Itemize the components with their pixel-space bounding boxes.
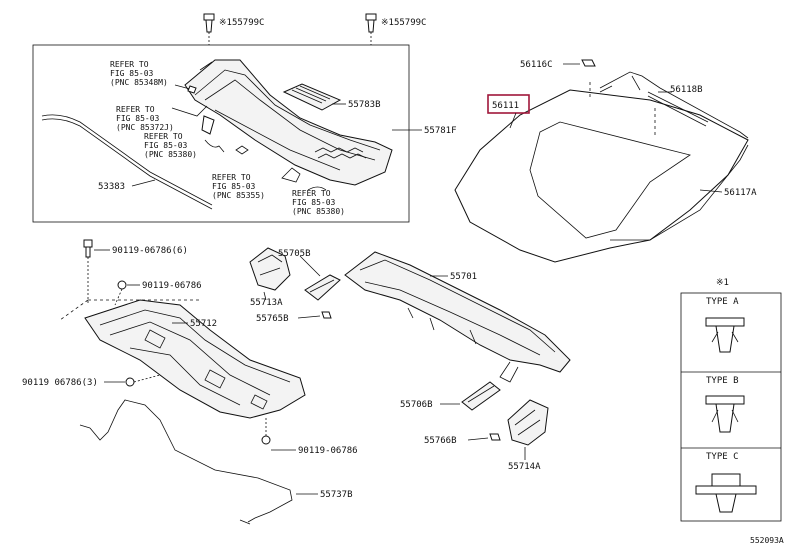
part-56116C <box>581 59 596 67</box>
windshield-glass <box>454 89 749 263</box>
leader-56117A <box>699 189 723 193</box>
refer-note-3-line1: REFER TO <box>144 132 183 141</box>
part-55713A <box>249 247 291 291</box>
label-55737B: 55737B <box>320 490 353 500</box>
bolt-90119-06786-a <box>114 280 127 306</box>
refer-note-5-line3: (PNC 85380) <box>292 207 345 216</box>
label-55766B: 55766B <box>424 436 457 446</box>
refer-note-3-line3: (PNC 85380) <box>144 150 197 159</box>
refer-note-5-line2: FIG 85-03 <box>292 198 336 207</box>
label-clip-top-1: ※155799C <box>219 18 264 28</box>
refer-note-1-line2: FIG 85-03 <box>110 69 154 78</box>
leader-55705B <box>299 255 321 277</box>
legend-type-a: TYPE A <box>706 297 739 307</box>
refer-note-1-line3: (PNC 85348M) <box>110 78 168 87</box>
windshield-outer-molding <box>599 71 749 241</box>
cowl-small-brackets <box>171 84 327 191</box>
clip-type-legend <box>680 292 782 522</box>
label-55765B: 55765B <box>256 314 289 324</box>
cowl-top-panel <box>184 59 393 186</box>
highlight-56111[interactable] <box>487 94 530 114</box>
leader-53383 <box>131 179 156 187</box>
cowl-inner-panel-55712 <box>84 299 306 419</box>
leader-55765B <box>297 315 321 319</box>
refer-note-1-line1: REFER TO <box>110 60 149 69</box>
part-55765B <box>321 311 332 319</box>
clip-type-a-icon <box>705 317 745 353</box>
clip-top-2 <box>365 13 377 45</box>
label-55714A: 55714A <box>508 462 541 472</box>
refer-note-5-line1: REFER TO <box>292 189 331 198</box>
bolt-90119-06786-b <box>261 418 271 445</box>
part-56118B <box>647 91 709 127</box>
clip-type-c-icon <box>695 473 757 513</box>
part-55705B <box>304 274 341 301</box>
label-clip-top-2: ※155799C <box>381 18 426 28</box>
label-56118B: 56118B <box>670 85 703 95</box>
bolt-90119-06786-6 <box>83 239 93 305</box>
label-55712: 55712 <box>190 319 217 329</box>
label-56117A: 56117A <box>724 188 757 198</box>
leader-55713A <box>263 291 267 301</box>
clip-type-b-icon <box>705 395 745 433</box>
refer-note-4-line2: FIG 85-03 <box>212 182 256 191</box>
refer-note-2-line2: FIG 85-03 <box>116 114 160 123</box>
label-55701: 55701 <box>450 272 477 282</box>
legend-type-c: TYPE C <box>706 452 739 462</box>
part-55766B <box>489 433 501 441</box>
label-55713A: 55713A <box>250 298 283 308</box>
refer-note-2-line1: REFER TO <box>116 105 155 114</box>
label-90119-06786-b: 90119-06786 <box>298 446 358 456</box>
part-55737B-hose <box>79 399 293 525</box>
label-55706B: 55706B <box>400 400 433 410</box>
part-55701 <box>344 251 571 383</box>
leader-56111 <box>509 112 517 129</box>
bolt-90119-06786-3 <box>125 374 161 387</box>
label-56111[interactable]: 56111 <box>492 101 519 111</box>
part-55714A <box>507 399 549 446</box>
label-55781F: 55781F <box>424 126 457 136</box>
label-56116C: 56116C <box>520 60 553 70</box>
label-90119-06786-3: 90119 06786(3) <box>22 378 98 388</box>
part-53383-seal <box>41 114 213 210</box>
refer-note-4-line3: (PNC 85355) <box>212 191 265 200</box>
refer-note-4-line1: REFER TO <box>212 173 251 182</box>
label-55705B: 55705B <box>278 249 311 259</box>
part-55783B <box>282 83 342 111</box>
refer-note-3-line2: FIG 85-03 <box>144 141 188 150</box>
label-90119-06786-a: 90119-06786 <box>142 281 202 291</box>
label-90119-06786-6: 90119-06786(6) <box>112 246 188 256</box>
label-55783B: 55783B <box>348 100 381 110</box>
figure-code: 552093A <box>750 536 784 545</box>
windshield-guides <box>589 82 656 135</box>
clip-top-1 <box>203 13 215 45</box>
part-55706B <box>461 381 501 411</box>
refer-note-2-line3: (PNC 85372J) <box>116 123 174 132</box>
label-53383: 53383 <box>98 182 125 192</box>
legend-title: ※1 <box>716 278 729 288</box>
cowl-group-frame <box>32 44 410 223</box>
legend-type-b: TYPE B <box>706 376 739 386</box>
leader-55766B <box>467 437 489 441</box>
